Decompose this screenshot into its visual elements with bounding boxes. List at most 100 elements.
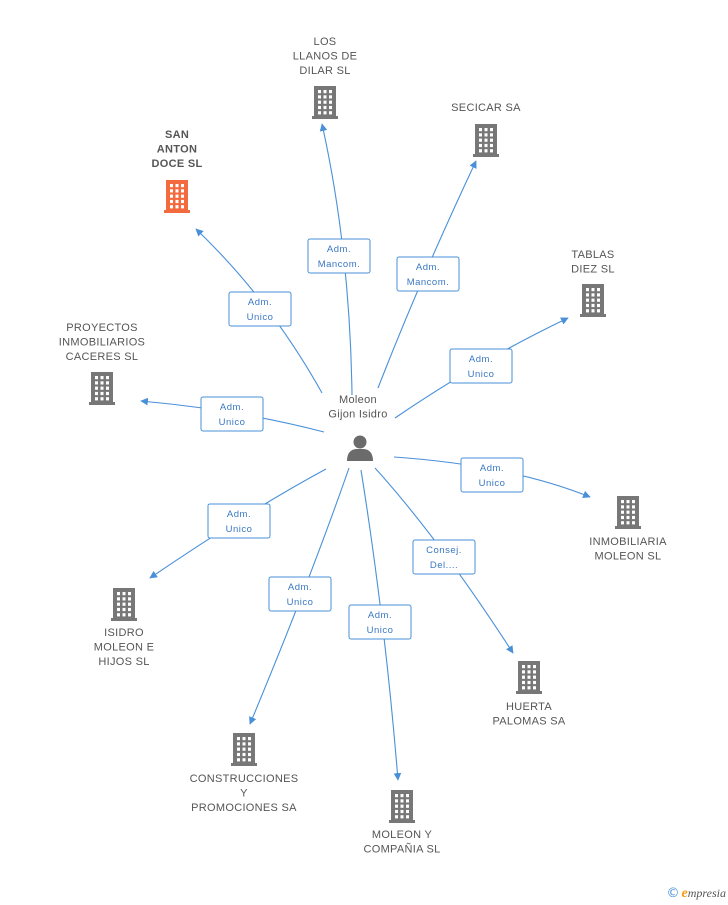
building-icon[interactable] xyxy=(164,180,190,213)
building-icon[interactable] xyxy=(231,733,257,766)
building-window xyxy=(318,100,321,104)
building-window xyxy=(484,138,488,142)
relationship-edge: Adm.Unico xyxy=(195,228,323,394)
role-label-box[interactable]: Adm.Unico xyxy=(460,457,524,493)
relationship-edge: Adm.Unico xyxy=(393,456,591,499)
building-window xyxy=(323,90,327,94)
building-window xyxy=(117,592,120,596)
building-window xyxy=(100,386,104,390)
building-window xyxy=(484,128,488,132)
building-window xyxy=(128,613,131,617)
building-window xyxy=(175,199,179,204)
building-window xyxy=(329,100,332,104)
role-label-box[interactable]: Consej.Del.... xyxy=(412,539,476,575)
building-window xyxy=(406,794,409,798)
role-label-box[interactable]: Adm.Unico xyxy=(268,576,332,612)
role-label-text: Adm. xyxy=(220,402,244,413)
building-window xyxy=(100,381,104,385)
building-window xyxy=(586,298,589,302)
building-window xyxy=(175,189,179,193)
building-window xyxy=(632,521,635,525)
building-window xyxy=(122,613,126,617)
person-name-label: Moleon xyxy=(339,394,377,406)
building-window xyxy=(395,815,398,819)
building-window xyxy=(591,298,595,302)
role-label-frame xyxy=(449,348,513,384)
building-icon[interactable] xyxy=(111,588,137,621)
company-name-label: ISIDRO xyxy=(104,627,144,639)
building-window xyxy=(323,100,327,104)
role-label-text: Unico xyxy=(479,478,506,489)
building-window xyxy=(522,670,525,674)
building-base xyxy=(389,820,415,823)
building-window xyxy=(490,143,493,148)
building-icon[interactable] xyxy=(580,284,606,317)
role-label-text: Adm. xyxy=(469,354,493,365)
building-window xyxy=(122,607,126,612)
role-label-box[interactable]: Adm.Mancom. xyxy=(307,238,371,274)
company-node-secicar[interactable]: SECICAR SA xyxy=(451,102,521,157)
role-label-box[interactable]: Adm.Unico xyxy=(449,348,513,384)
building-window xyxy=(626,500,630,504)
role-label-box[interactable]: Adm.Unico xyxy=(207,503,271,539)
building-window xyxy=(527,670,531,674)
building-icon[interactable] xyxy=(615,496,641,529)
role-label-box[interactable]: Adm.Mancom. xyxy=(396,256,460,292)
building-window xyxy=(181,184,184,188)
building-window xyxy=(318,95,321,99)
building-window xyxy=(479,133,482,137)
building-base xyxy=(473,154,499,157)
building-window xyxy=(248,747,251,751)
building-icon[interactable] xyxy=(89,372,115,405)
brand-name: mpresia xyxy=(687,886,726,900)
building-window xyxy=(626,515,630,520)
building-window xyxy=(621,510,624,514)
role-label-frame xyxy=(348,604,412,640)
relationship-edge: Adm.Unico xyxy=(140,396,325,433)
building-window xyxy=(484,133,488,137)
building-base xyxy=(231,763,257,766)
building-window xyxy=(329,111,332,115)
role-label-text: Adm. xyxy=(327,244,351,255)
building-window xyxy=(128,607,131,612)
company-name-label: PROMOCIONES SA xyxy=(191,802,297,814)
building-window xyxy=(586,303,589,308)
company-name-label: CONSTRUCCIONES xyxy=(190,773,299,785)
building-window xyxy=(100,397,104,401)
building-window xyxy=(527,686,531,690)
building-window xyxy=(181,199,184,204)
building-window xyxy=(395,799,398,803)
building-icon[interactable] xyxy=(516,661,542,694)
building-window xyxy=(400,809,404,814)
footer-brand: ©empresia xyxy=(667,886,726,902)
role-label-box[interactable]: Adm.Unico xyxy=(200,396,264,432)
building-icon[interactable] xyxy=(473,124,499,157)
building-window xyxy=(181,194,184,198)
building-window xyxy=(490,138,493,142)
building-icon[interactable] xyxy=(312,86,338,119)
role-label-text: Adm. xyxy=(416,262,440,273)
building-window xyxy=(170,205,173,209)
role-label-frame xyxy=(460,457,524,493)
building-window xyxy=(632,510,635,514)
building-window xyxy=(95,381,98,385)
building-icon[interactable] xyxy=(389,790,415,823)
building-window xyxy=(597,309,600,313)
role-label-box[interactable]: Adm.Unico xyxy=(348,604,412,640)
building-window xyxy=(621,500,624,504)
company-name-label: DILAR SL xyxy=(299,65,350,77)
building-window xyxy=(527,675,531,679)
building-window xyxy=(591,303,595,308)
role-label-box[interactable]: Adm.Unico xyxy=(228,291,292,327)
building-window xyxy=(527,680,531,685)
